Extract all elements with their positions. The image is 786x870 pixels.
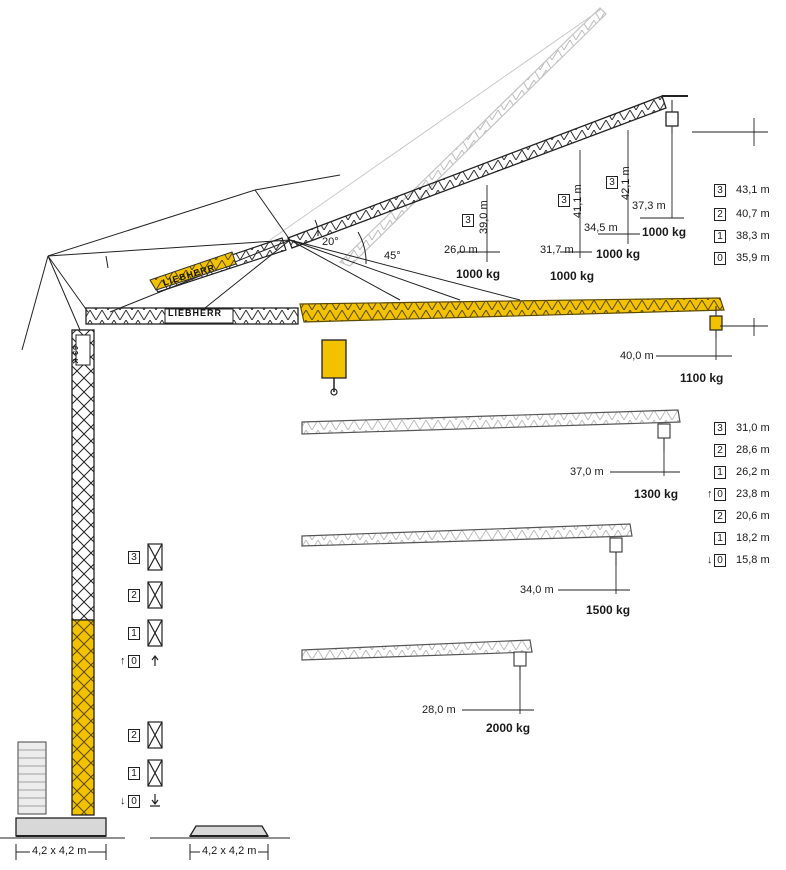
hook-block-big	[321, 339, 347, 396]
counter-jib-upper	[149, 237, 287, 293]
jib-34m	[301, 523, 633, 566]
height-38-3: 38,3 m	[736, 230, 770, 242]
jib-radius-40: 40,0 m	[620, 350, 654, 362]
jib-radius-28: 28,0 m	[422, 704, 456, 716]
lower-box-3: 0	[714, 488, 726, 501]
main-jib-yellow	[299, 297, 725, 323]
lower-height-4: 20,6 m	[736, 510, 770, 522]
model-badge: 63 K	[71, 346, 78, 365]
radius-31-7: 31,7 m	[540, 244, 574, 256]
jib-load-2000: 2000 kg	[486, 721, 531, 735]
tower-mast	[71, 329, 95, 816]
mast-box-2: 2	[128, 589, 140, 602]
radius-41-1: 41,1 m	[572, 184, 584, 218]
hook-yellow	[709, 306, 723, 338]
jib-28m	[301, 639, 533, 680]
lower-height-1: 28,6 m	[736, 444, 770, 456]
load-1000-a: 1000 kg	[456, 267, 501, 281]
step-box-b: 3	[558, 194, 570, 207]
lower-height-5: 18,2 m	[736, 532, 770, 544]
jib-load-1100: 1100 kg	[680, 371, 724, 385]
mast-box-lower-1: 1	[128, 767, 140, 780]
jib-radius-34: 34,0 m	[520, 584, 554, 596]
lower-height-0: 31,0 m	[736, 422, 770, 434]
lower-box-2: 1	[714, 466, 726, 479]
brand-label-jib: LIEBHERR	[168, 308, 223, 318]
height-43-1: 43,1 m	[736, 184, 770, 196]
base-chassis-left	[15, 817, 107, 837]
radius-34-5: 34,5 m	[584, 222, 618, 234]
lower-height-2: 26,2 m	[736, 466, 770, 478]
base-dim-left: 4,2 x 4,2 m	[30, 845, 89, 857]
lower-height-3: 23,8 m	[736, 488, 770, 500]
mast-box-lower-0: 0	[128, 795, 140, 808]
jib-radius-37: 37,0 m	[570, 466, 604, 478]
top-hook-upper	[665, 100, 679, 134]
lower-box-6: 0	[714, 554, 726, 567]
height-box-0: 0	[714, 252, 726, 265]
section-icons	[147, 543, 163, 807]
height-box-2: 2	[714, 208, 726, 221]
base-chassis-right	[188, 825, 270, 837]
up-arrow-lower: ↑	[707, 488, 713, 500]
radius-26-0: 26,0 m	[444, 244, 478, 256]
load-1000-c: 1000 kg	[596, 247, 641, 261]
radius-37-3: 37,3 m	[632, 200, 666, 212]
radius-42-1: 42,1 m	[620, 166, 632, 200]
ballast-stack	[17, 741, 47, 815]
jib-load-1500: 1500 kg	[586, 603, 631, 617]
height-box-3: 3	[714, 184, 726, 197]
down-arrow-mast: ↓	[120, 795, 126, 807]
lower-box-5: 1	[714, 532, 726, 545]
load-1000-d: 1000 kg	[642, 225, 687, 239]
step-box-c: 3	[606, 176, 618, 189]
lower-height-6: 15,8 m	[736, 554, 770, 566]
up-arrow-mast: ↑	[120, 655, 126, 667]
mast-box-lower-2: 2	[128, 729, 140, 742]
load-1000-b: 1000 kg	[550, 269, 595, 283]
step-box-a: 3	[462, 214, 474, 227]
mast-box-0: 0	[128, 655, 140, 668]
base-dim-right: 4,2 x 4,2 m	[200, 845, 259, 857]
angle-20-label: 20°	[322, 236, 339, 248]
lower-box-4: 2	[714, 510, 726, 523]
height-40-7: 40,7 m	[736, 208, 770, 220]
radius-39-0: 39,0 m	[478, 200, 490, 234]
luffed-jib-20	[287, 95, 688, 249]
jib-load-1300: 1300 kg	[634, 487, 679, 501]
lower-box-0: 3	[714, 422, 726, 435]
jib-37m	[301, 409, 681, 452]
angle-45-label: 45°	[384, 250, 401, 262]
lower-box-1: 2	[714, 444, 726, 457]
down-arrow-lower: ↓	[707, 554, 713, 566]
counter-jib	[85, 307, 299, 325]
mast-box-3: 3	[128, 551, 140, 564]
dimension-lines	[458, 118, 768, 714]
height-35-9: 35,9 m	[736, 252, 770, 264]
mast-box-1: 1	[128, 627, 140, 640]
angle-arcs	[314, 219, 367, 265]
height-box-1: 1	[714, 230, 726, 243]
